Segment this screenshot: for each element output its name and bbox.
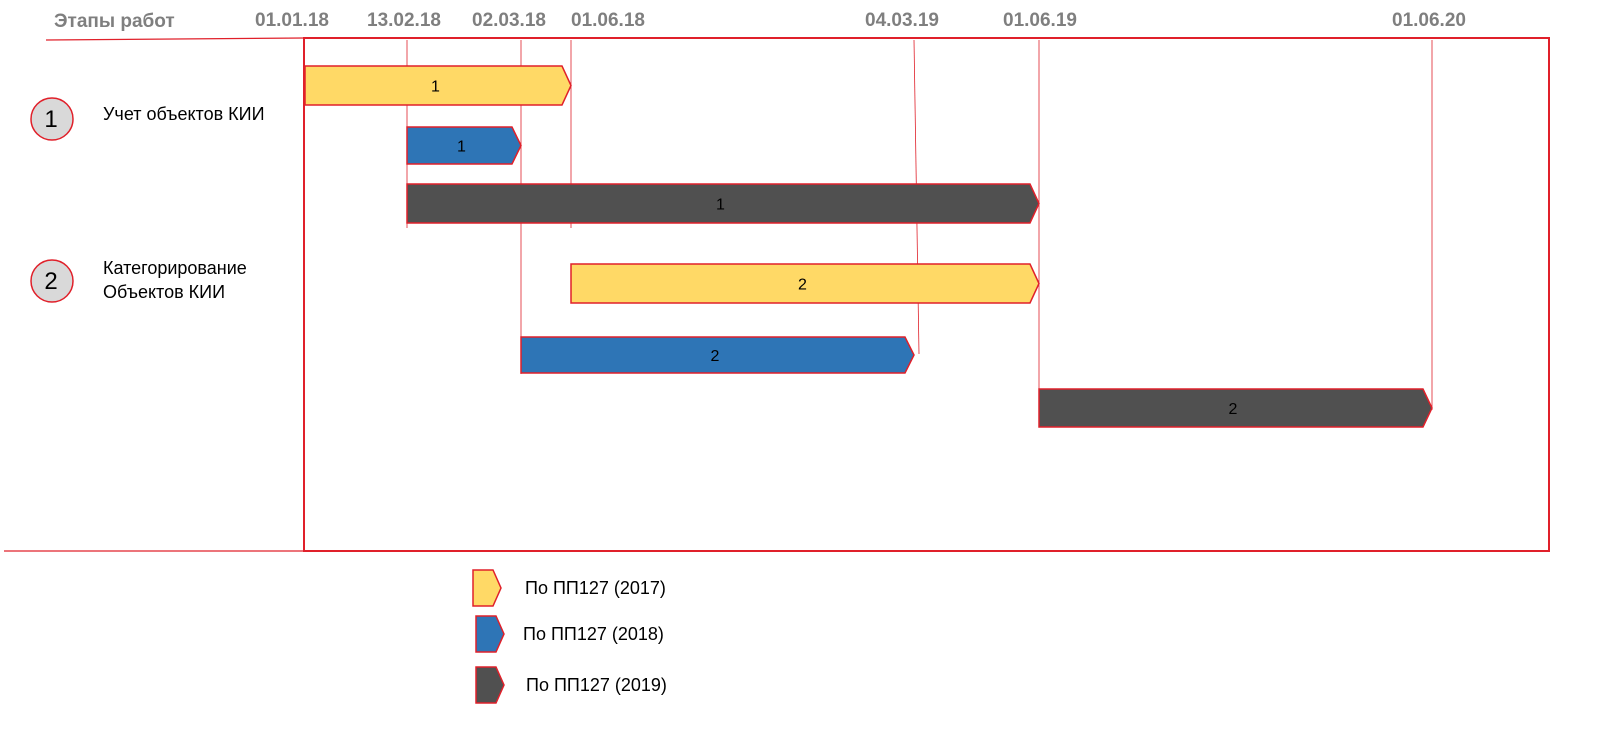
stage-number-circle xyxy=(30,259,74,303)
date-tick-label: 01.06.20 xyxy=(1392,10,1466,31)
stage-label: Учет объектов КИИ xyxy=(103,104,265,124)
date-tick-label: 04.03.19 xyxy=(865,10,939,31)
date-labels: 01.01.18 13.02.18 02.03.18 01.06.18 04.03.19… xyxy=(255,10,1466,31)
task-bar-label: 1 xyxy=(431,79,440,96)
legend-swatch xyxy=(472,569,502,607)
task-bar xyxy=(304,65,572,106)
task-bar-label: 2 xyxy=(1229,401,1238,418)
task-bar-label: 1 xyxy=(716,197,725,214)
task-bar xyxy=(520,336,915,374)
stage-labels: 1 Учет объектов КИИ 2 КатегорированиеОбъект… xyxy=(30,97,265,303)
date-tick-label: 13.02.18 xyxy=(367,10,441,31)
task-bar xyxy=(1038,388,1433,428)
date-tick-label: 01.01.18 xyxy=(255,10,329,31)
legend-label: По ПП127 (2019) xyxy=(526,675,667,695)
date-tick-label: 01.06.19 xyxy=(1003,10,1077,31)
plot-frame xyxy=(303,37,1550,552)
task-bar xyxy=(570,263,1040,304)
legend-swatch xyxy=(475,666,505,704)
legend-label: По ПП127 (2017) xyxy=(525,578,666,598)
stage-number-circle xyxy=(30,97,74,141)
stage-label: Категорирование xyxy=(103,258,247,278)
stages-header: Этапы работ xyxy=(54,11,175,32)
chart-frame xyxy=(4,37,1550,552)
task-bar-label: 2 xyxy=(798,277,807,294)
legend-swatch xyxy=(475,615,505,653)
stage-number: 2 xyxy=(44,268,57,295)
task-bar xyxy=(406,126,522,165)
stage-label: Объектов КИИ xyxy=(103,282,225,302)
task-bar-label: 2 xyxy=(711,348,720,365)
stage-number: 1 xyxy=(44,106,57,133)
task-bars: 1 1 1 2 2 2 xyxy=(304,65,1433,428)
legend: По ПП127 (2017) По ПП127 (2018) По ПП127 (… xyxy=(472,569,667,704)
legend-label: По ПП127 (2018) xyxy=(523,624,664,644)
task-bar xyxy=(406,183,1040,224)
task-bar-label: 1 xyxy=(457,139,466,156)
date-tick-label: 01.06.18 xyxy=(571,10,645,31)
header-underline xyxy=(45,37,305,41)
date-tick-label: 02.03.18 xyxy=(472,10,546,31)
